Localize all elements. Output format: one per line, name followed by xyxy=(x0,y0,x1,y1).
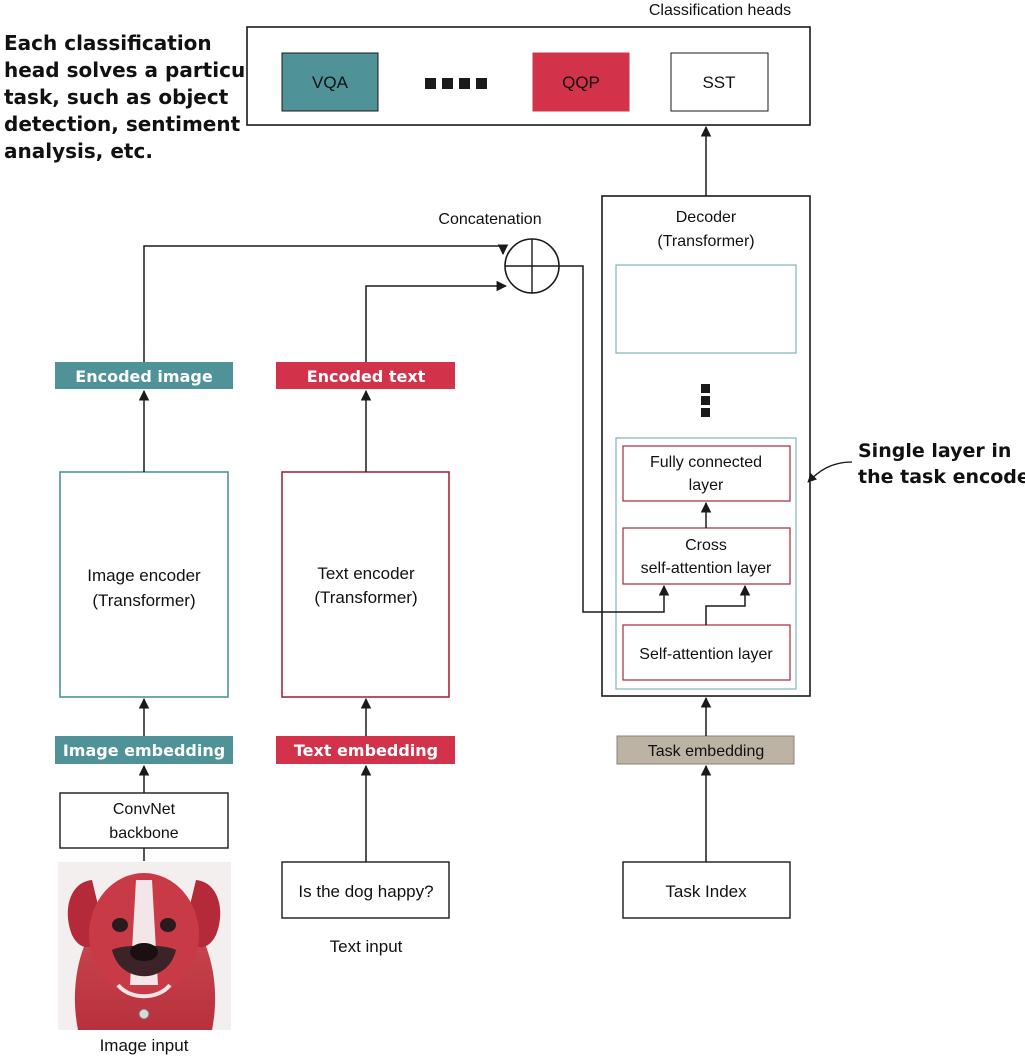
sst-head-label: SST xyxy=(702,73,735,92)
text-input-label: Text input xyxy=(330,937,403,956)
text-encoder-line-2: (Transformer) xyxy=(314,588,417,607)
image-embedding-label-box xyxy=(55,736,233,764)
dog-chin xyxy=(116,983,172,999)
dog-left-eye xyxy=(112,918,128,932)
decoder-title-line-2: (Transformer) xyxy=(657,233,754,250)
text-encoder-box xyxy=(281,471,450,698)
vqa-head-label: VQA xyxy=(312,73,349,92)
cross-attention-line-1: Cross xyxy=(685,537,727,554)
annotation-right-line-2: the task encoder xyxy=(858,466,1025,488)
qqp-head xyxy=(532,52,630,112)
encoded-text-label: Encoded text xyxy=(307,367,426,386)
classification-head-annotation: Each classification head solves a partic… xyxy=(4,31,276,163)
fully-connected-line-2: layer xyxy=(689,477,724,494)
encoded-text-to-concat-arrow xyxy=(365,280,508,362)
dog-collar-tag xyxy=(138,1008,150,1020)
encoded-image-to-concat-arrow xyxy=(143,244,509,362)
self-attention-to-cross-arrow xyxy=(705,584,751,625)
annotation-left-line-3: task, such as object xyxy=(4,85,229,109)
convnet-backbone-line-1: ConvNet xyxy=(113,801,176,818)
annotation-left-line-1: Each classification xyxy=(4,31,212,55)
concatenation-label: Concatenation xyxy=(438,211,541,228)
cross-attention-line-2: self-attention layer xyxy=(641,560,772,577)
image-branch: Encoded image Image encoder (Transformer… xyxy=(55,362,233,1055)
text-input-box xyxy=(281,861,450,919)
text-branch: Encoded text Text encoder (Transformer) … xyxy=(276,362,455,956)
classification-heads-title: Classification heads xyxy=(649,2,791,19)
concatenation-node: Concatenation xyxy=(438,211,560,294)
fully-connected-line-1: Fully connected xyxy=(650,454,762,471)
annotation-left-line-4: detection, sentiment xyxy=(4,112,241,136)
task-encoder-layer-frame xyxy=(615,437,797,690)
fully-connected-box xyxy=(622,445,791,502)
self-attention-label: Self-attention layer xyxy=(639,646,773,663)
image-encoder-line-2: (Transformer) xyxy=(92,591,195,610)
connectors xyxy=(138,125,751,862)
task-encoder-annotation: Single layer in the task encoder xyxy=(807,440,1025,488)
text-input-value: Is the dog happy? xyxy=(298,882,433,901)
classification-heads: Classification heads VQA QQP SST xyxy=(246,2,811,126)
vqa-head xyxy=(281,52,379,112)
sst-head xyxy=(670,52,769,112)
dog-right-eye xyxy=(160,918,176,932)
annotation-pointer-arrow xyxy=(807,461,853,483)
encoded-image-label-box xyxy=(55,362,233,389)
convnet-backbone-line-2: backbone xyxy=(109,825,178,842)
text-embedding-label-box xyxy=(276,736,455,764)
concat-to-cross-attention-arrow xyxy=(559,265,670,613)
task-embedding-label: Task embedding xyxy=(648,743,765,760)
decoder-ellipsis xyxy=(701,384,710,417)
text-encoder-line-1: Text encoder xyxy=(317,564,415,583)
dog-image xyxy=(58,862,231,1030)
task-index-label: Task Index xyxy=(665,882,747,901)
decoder-upper-layer xyxy=(615,264,797,354)
encoded-text-label-box xyxy=(276,362,455,389)
decoder-title-line-1: Decoder xyxy=(676,209,737,226)
qqp-head-label: QQP xyxy=(562,73,600,92)
annotation-left-line-2: head solves a particular xyxy=(4,58,276,82)
image-encoder-line-1: Image encoder xyxy=(87,566,201,585)
ellipsis-squares xyxy=(425,78,487,89)
dog-nose xyxy=(130,943,158,961)
image-encoder-box xyxy=(59,471,229,698)
image-input-label: Image input xyxy=(100,1036,189,1055)
self-attention-box xyxy=(622,624,791,681)
image-embedding-label: Image embedding xyxy=(63,741,225,760)
encoded-image-label: Encoded image xyxy=(75,367,213,386)
annotation-right-line-1: Single layer in xyxy=(858,440,1011,462)
task-embedding-label-box xyxy=(616,735,795,765)
annotation-left-line-5: analysis, etc. xyxy=(4,139,153,163)
text-embedding-label: Text embedding xyxy=(294,741,438,760)
